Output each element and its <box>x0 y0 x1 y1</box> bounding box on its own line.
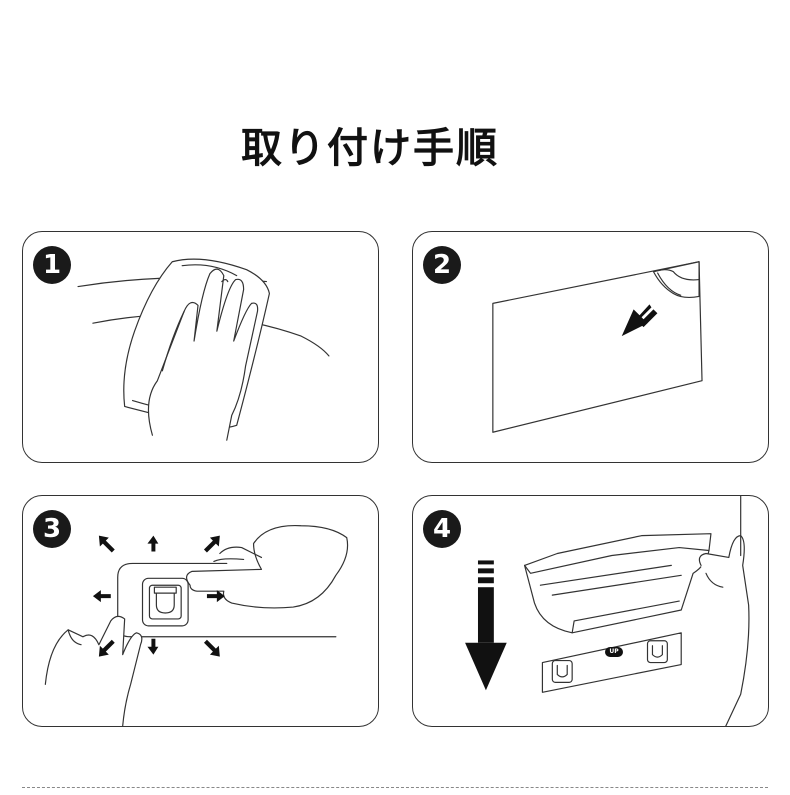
step-4-panel: 4 UP <box>412 495 769 727</box>
step-2-panel: 2 <box>412 231 769 463</box>
step-number-badge: 4 <box>423 510 461 548</box>
step-number-badge: 2 <box>423 246 461 284</box>
step-3-panel: 3 <box>22 495 379 727</box>
slide-rack-illustration <box>465 496 750 726</box>
wipe-surface-illustration <box>77 258 330 441</box>
up-label-badge: UP <box>605 647 623 657</box>
step-number-badge: 3 <box>33 510 71 548</box>
page-title: 取り付け手順 <box>241 124 499 172</box>
bottom-divider <box>22 787 768 788</box>
step-1-panel: 1 <box>22 231 379 463</box>
step-number-badge: 1 <box>33 246 71 284</box>
press-hook-illustration <box>44 524 349 726</box>
peel-film-illustration <box>492 261 703 433</box>
